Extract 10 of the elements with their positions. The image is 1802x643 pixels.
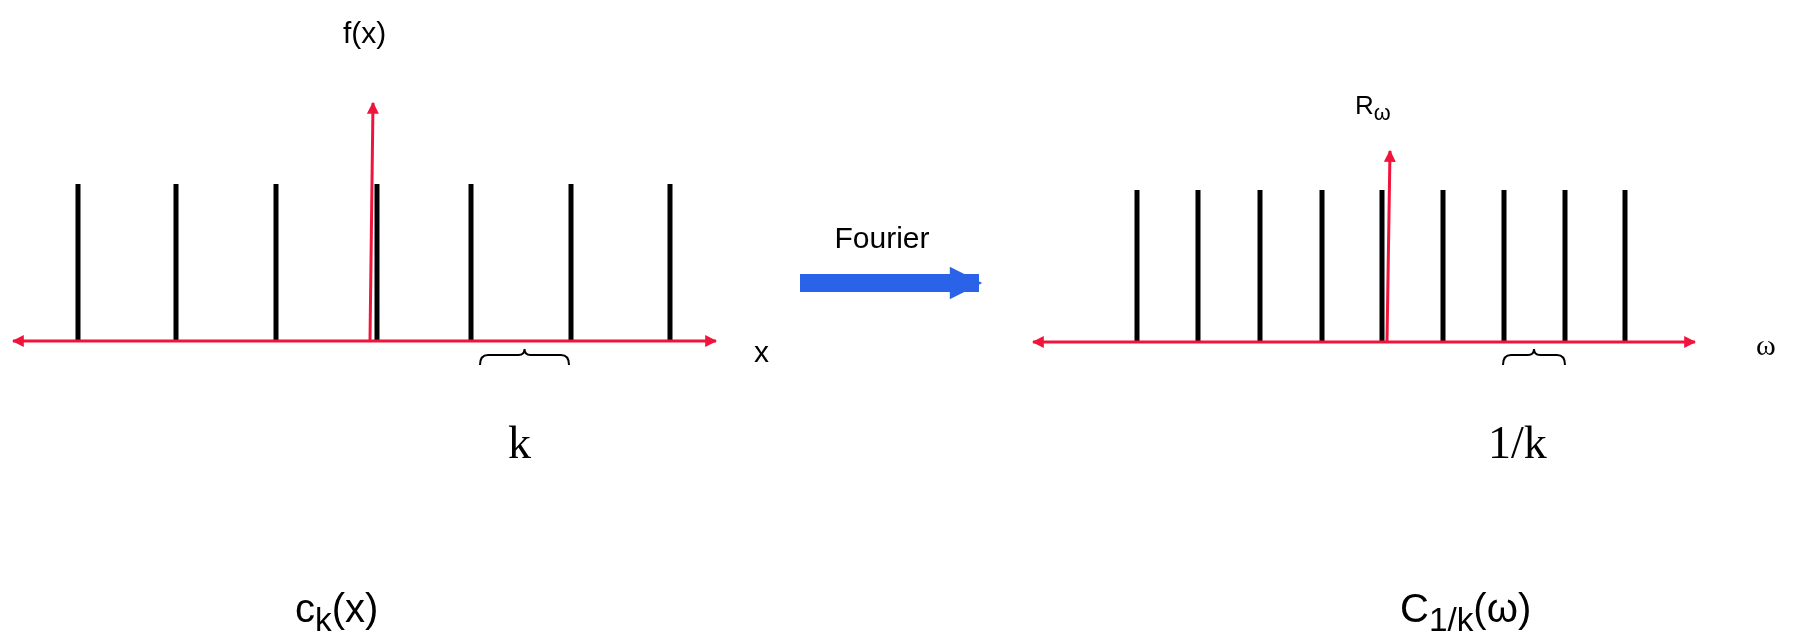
function-label: C$_{1/k}$(ω) bbox=[1400, 588, 1532, 637]
edge-label: Fourier bbox=[834, 223, 930, 253]
axis-label: x bbox=[754, 337, 769, 367]
spacing-label: k bbox=[508, 420, 531, 466]
arrow bbox=[800, 266, 983, 300]
function-label: c$_{k}$(x) bbox=[295, 588, 379, 637]
axis-label: f(x) bbox=[343, 18, 387, 48]
axis-label: R$_{ω}$ bbox=[1355, 92, 1391, 124]
spacing-label: 1/k bbox=[1488, 420, 1547, 466]
axis-label: ω bbox=[1756, 330, 1776, 360]
